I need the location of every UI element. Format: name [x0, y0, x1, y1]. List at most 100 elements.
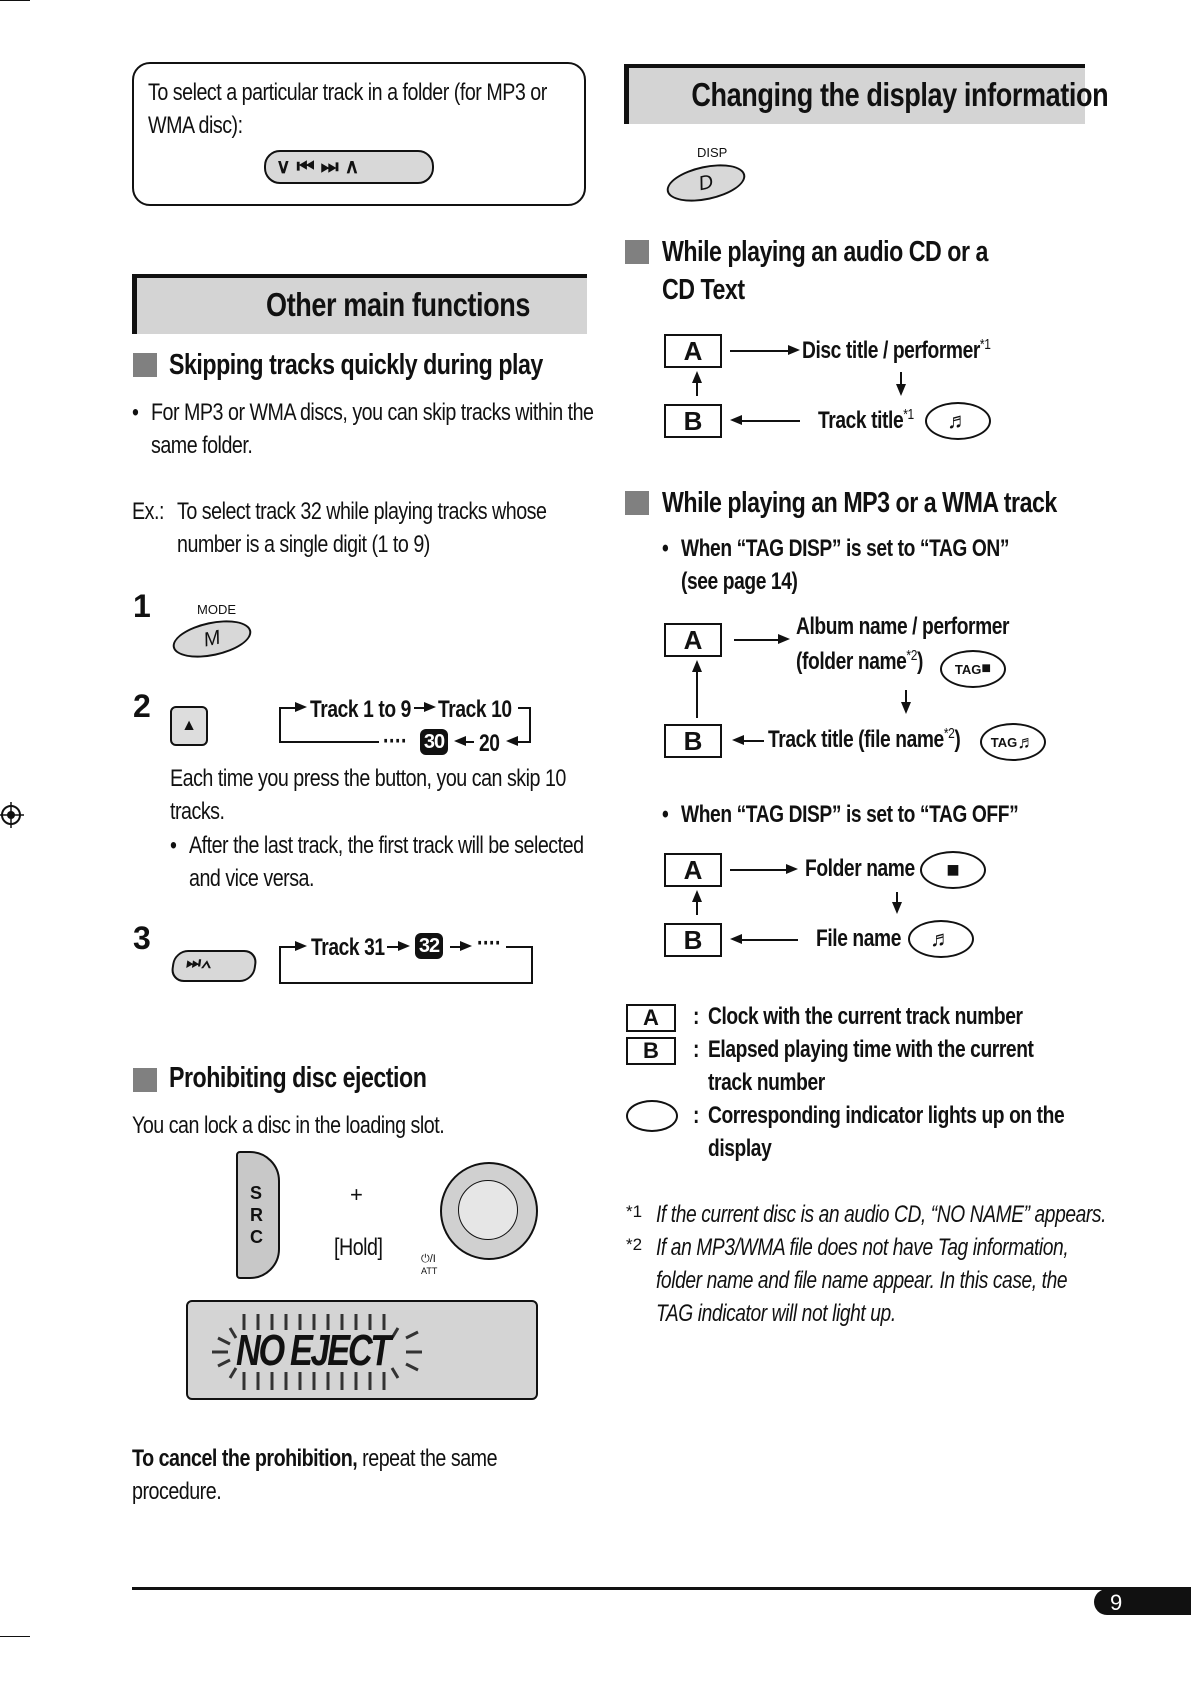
arrow-line: [734, 639, 780, 641]
disp-button[interactable]: D: [663, 158, 749, 208]
arrow-line: [896, 892, 898, 904]
cd-track-title-text: Track title: [818, 407, 904, 434]
arrow-left-icon: [732, 735, 744, 745]
arrow-line: [905, 690, 907, 704]
track-skip-glyph: ∨⏮⏭∧: [276, 156, 366, 178]
legend-colon: :: [693, 1036, 699, 1063]
legend-oval-text-2: display: [708, 1135, 772, 1162]
music-indicator-icon: ♬: [925, 402, 991, 440]
arrow-left-icon: [730, 415, 742, 425]
registration-mark-icon: [0, 802, 26, 828]
legend-a-text: Clock with the current track number: [708, 1003, 1023, 1030]
src-button[interactable]: S R C: [236, 1151, 280, 1279]
tag-folder-indicator-icon: TAG■: [940, 650, 1006, 688]
skip-heading: Skipping tracks quickly during play: [169, 349, 543, 381]
disp-label: DISP: [697, 145, 728, 160]
arrow-left-icon: [730, 934, 742, 944]
folder-icon: ■: [946, 857, 960, 882]
section-bullet-icon: [625, 240, 649, 264]
ex-label: Ex.:: [132, 498, 164, 525]
skip-bullet-2: same folder.: [151, 432, 253, 459]
cancel-text: To cancel the prohibition, repeat the sa…: [132, 1442, 498, 1475]
src-letter: C: [250, 1227, 263, 1247]
mp3-heading: While playing an MP3 or a WMA track: [662, 487, 1057, 519]
track-skip-button[interactable]: ∨⏮⏭∧: [264, 150, 434, 184]
tag-music-indicator-icon: TAG♬: [980, 723, 1046, 761]
arrow-right-icon: [424, 702, 436, 712]
folder-name-close: ): [916, 648, 923, 675]
footer-rule: [132, 1587, 1191, 1590]
sequence-line-top: [279, 707, 295, 709]
next-track-glyph: ⏭∧: [185, 955, 214, 972]
seq-track-1-to-9: Track 1 to 9: [310, 696, 411, 723]
section-title-other-main-functions: Other main functions: [132, 274, 587, 334]
arrow-line: [740, 939, 798, 941]
seq-line-right-top: [518, 707, 530, 709]
next-track-button[interactable]: ⏭∧: [169, 950, 259, 982]
seq-line-right-bottom: [512, 741, 531, 743]
src-letter: R: [250, 1205, 263, 1225]
page-number-badge: 9: [1094, 1589, 1191, 1615]
seq-badge-30: 30: [420, 729, 448, 755]
legend-colon: :: [693, 1102, 699, 1129]
mode-button[interactable]: M: [169, 614, 255, 664]
seq-line-right: [529, 707, 531, 742]
bullet-dot: •: [662, 535, 669, 562]
arrow-line: [696, 899, 698, 915]
section-title-text: Other main functions: [266, 286, 530, 323]
arrow-right-icon: [788, 345, 800, 355]
arrow-line: [696, 670, 698, 718]
ex-text-1: To select track 32 while playing tracks …: [177, 498, 547, 525]
music-icon: ♬: [947, 408, 969, 433]
crop-mark: [0, 0, 30, 1]
legend-b-text-2: track number: [708, 1069, 825, 1096]
file-name-label: File name: [816, 925, 901, 952]
bullet-dot: •: [662, 801, 669, 828]
key-box-a: A: [664, 853, 722, 887]
skip-bullet-1: For MP3 or WMA discs, you can skip track…: [151, 399, 594, 426]
each-time-text-1: Each time you press the button, you can …: [170, 765, 566, 792]
folder-track-box: To select a particular track in a folder…: [132, 62, 586, 206]
seq-arrow: [460, 741, 474, 743]
prohibit-text: You can lock a disc in the loading slot.: [132, 1112, 445, 1139]
cd-disc-title: Disc title / performer*1: [802, 336, 991, 365]
arrow-up-icon: [692, 371, 702, 383]
arrow-right-icon: [778, 634, 790, 644]
key-box-a: A: [664, 334, 722, 368]
track-file-close: ): [954, 726, 961, 753]
arrow-line: [740, 420, 800, 422]
after-last-text-2: and vice versa.: [189, 865, 314, 892]
folder-up-button[interactable]: ▲: [170, 706, 208, 746]
mode-key-letter: M: [201, 626, 223, 652]
legend-oval-text-1: Corresponding indicator lights up on the: [708, 1102, 1065, 1129]
seq-arrow: [414, 707, 426, 709]
lcd-display: NO EJECT: [186, 1300, 538, 1400]
arrow-right-icon: [786, 864, 798, 874]
music-indicator-icon: ♬: [908, 920, 974, 958]
arrow-line: [696, 380, 698, 396]
track31-box-top-left: [279, 946, 295, 948]
folder-name-label: Folder name: [805, 855, 915, 882]
legend-key-b: B: [626, 1037, 676, 1065]
cancel-text-2: procedure.: [132, 1478, 222, 1505]
tag-label: TAG: [954, 661, 982, 677]
sequence-line-bottom: [279, 741, 379, 743]
power-att-icon: ⏻/I: [421, 1253, 436, 1265]
note-2-text-2: folder name and file name appear. In thi…: [656, 1267, 1068, 1294]
arrow-line: [730, 350, 790, 352]
after-last-text-1: After the last track, the first track wi…: [189, 832, 584, 859]
volume-knob-button[interactable]: [440, 1162, 538, 1260]
note-marker-2: *2: [626, 1235, 643, 1254]
bullet-dot: •: [170, 832, 177, 859]
arrow-up-icon: [692, 660, 702, 672]
tag-label: TAG: [990, 734, 1018, 750]
arrow-line: [900, 372, 902, 386]
up-arrow-icon: ▲: [181, 717, 197, 734]
cd-disc-title-text: Disc title / performer: [802, 337, 980, 364]
ex-text-2: number is a single digit (1 to 9): [177, 531, 430, 558]
seq-arrow: [387, 946, 401, 948]
folder-indicator-icon: ■: [920, 851, 986, 889]
legend-oval-icon: [626, 1100, 678, 1132]
arrow-right-icon: [295, 702, 307, 712]
cancel-rest: repeat the same: [357, 1445, 498, 1472]
